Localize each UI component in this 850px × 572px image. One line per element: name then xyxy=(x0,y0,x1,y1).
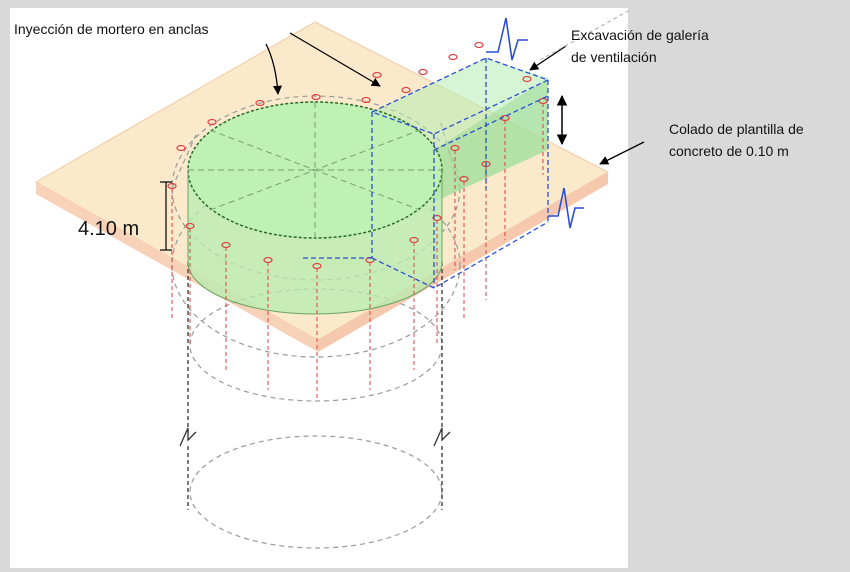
label-gallery-line2: de ventilación xyxy=(571,49,657,65)
label-slab-line1: Colado de plantilla de xyxy=(669,121,804,137)
gallery-axis-line xyxy=(539,9,631,61)
leader-arrow-icon xyxy=(265,32,645,165)
anchor-lines xyxy=(171,103,544,400)
anchor-heads xyxy=(167,41,548,270)
label-gallery-line1: Excavación de galería xyxy=(571,27,709,43)
gallery-outline xyxy=(300,57,550,289)
label-depth: 4.10 m xyxy=(78,218,139,240)
main-excavation xyxy=(187,101,443,315)
shaft-edges xyxy=(187,262,443,510)
depth-dimension xyxy=(160,181,172,251)
break-mark-icon xyxy=(179,427,451,447)
break-mark-icon xyxy=(486,17,584,229)
label-slab-line2: concreto de 0.10 m xyxy=(669,143,789,159)
label-grout-anchors: Inyección de mortero en anclas xyxy=(14,21,209,37)
